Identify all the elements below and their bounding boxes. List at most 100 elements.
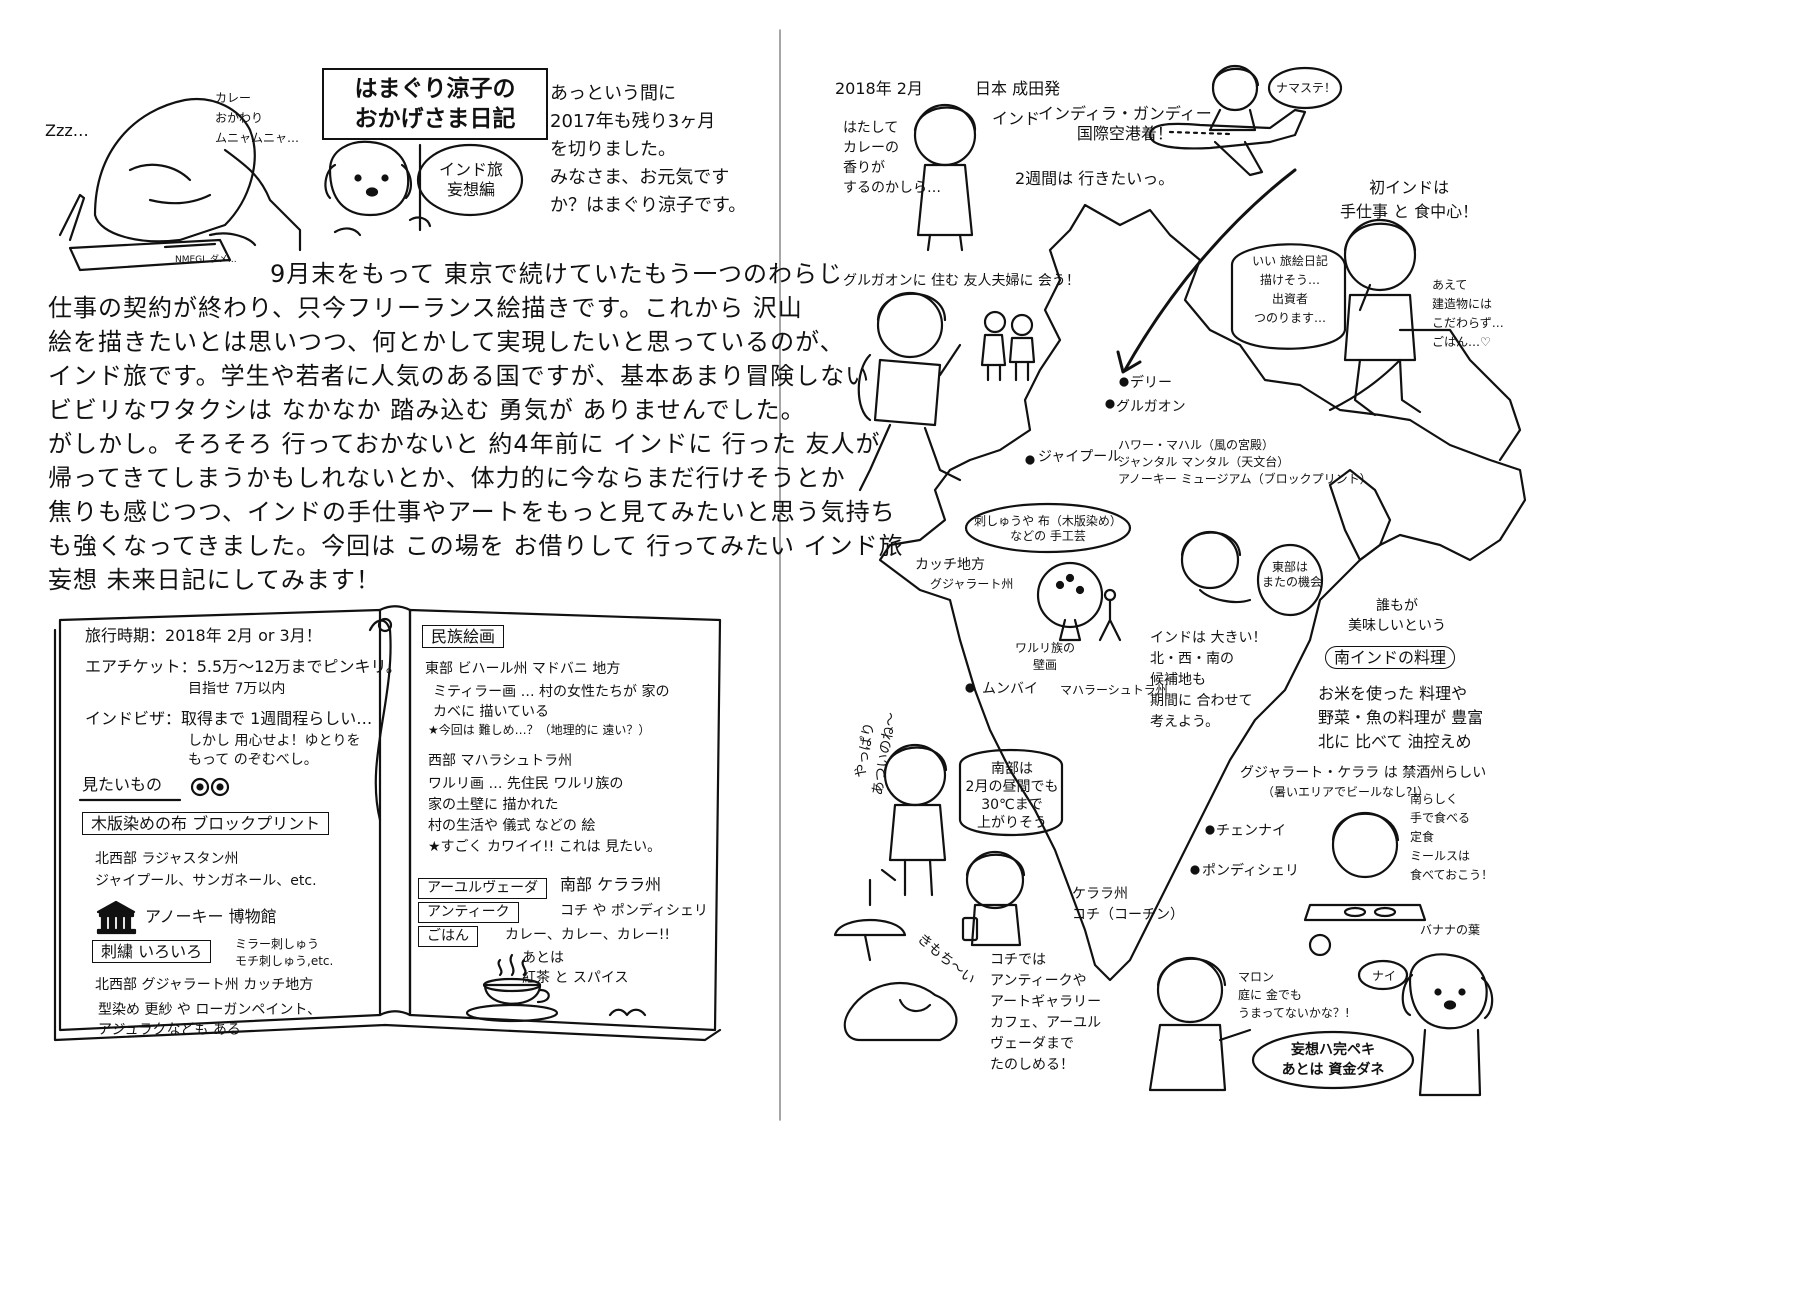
girl-on-plane-drawing — [1208, 64, 1343, 132]
namaste-text: ナマステ！ — [1276, 81, 1337, 95]
maron-text: マロン 庭に 金でも うまってないかな？! — [1238, 970, 1350, 1020]
tea-text: あとは 紅茶 と スパイス — [522, 950, 629, 986]
two-weeks-text: 2週間は 行きたいっ。 — [1015, 169, 1175, 188]
want-label: 見たいもの — [82, 775, 163, 794]
ticket-label: エアチケット — [85, 657, 181, 676]
pondicherry-label: ポンディシェリ — [1202, 863, 1300, 879]
ayurveda-massage-drawing — [833, 878, 958, 1042]
south-hot-bubble-outline — [958, 748, 1064, 837]
madhubani-text: 東部 ビハール州 マドバニ 地方 — [425, 661, 621, 677]
boy-thinking-drawing — [1343, 218, 1422, 417]
warli-label: ワルリ族の 壁画 — [1015, 641, 1076, 672]
airport-text: インディラ・ガンディー 国際空港着！ — [1038, 104, 1212, 143]
date-text: 2018年 2月 — [835, 79, 923, 98]
sign-bubble-text: インド旅 妄想編 — [438, 160, 503, 199]
museum-building-icon — [96, 900, 137, 935]
body-line-8: 焦りも感じつつ、インドの手仕事やアートをもっと見てみたいと思う気持ち — [48, 498, 896, 526]
east-bubble-outline — [1256, 543, 1324, 617]
dog-holding-sign-drawing — [324, 140, 432, 237]
pondicherry-dot — [1190, 865, 1200, 875]
dry-state-text: グジャラート・ケララ は 禁酒州らしい — [1240, 765, 1487, 781]
body-line-2: 仕事の契約が終わり、只今フリーランス絵描きです。これから 沢山 — [48, 294, 803, 322]
chennai-label: チェンナイ — [1216, 823, 1286, 839]
sleeping-girl-drawing: NMEGL ダメ… — [58, 97, 302, 272]
departure-text: 日本 成田発 — [975, 79, 1061, 98]
folk-painting-label: 民族絵画 — [422, 625, 505, 648]
jaipur-label: ジャイプール — [1038, 449, 1122, 465]
chennai-dot — [1205, 825, 1215, 835]
warli-text: ワルリ画 … 先住民 ワルリ族の 家の土壁に 描かれた 村の生活や 儀式 などの… — [428, 776, 624, 834]
kutch-label: カッチ地方 — [915, 557, 985, 573]
south-places: コチ や ポンディシェリ — [560, 903, 708, 919]
bangladesh-outline — [1328, 468, 1392, 562]
body-line-7: 帰ってきてしまうかもしれないとか、体力的に今ならまだ行けそうとか — [48, 464, 846, 492]
crafts-bubble-text: 刺しゅうや 布（木版染め） などの 手工芸 — [974, 514, 1122, 543]
block-print-region: 北西部 ラジャスタン州 ジャイプール、サンガネール、etc. — [95, 851, 317, 889]
boy-pointing-drawing — [1148, 956, 1252, 1092]
boy-eating-drawing — [1303, 811, 1427, 957]
jaipur-dot — [1025, 455, 1035, 465]
embroidery-label: 刺繍 いろいろ — [92, 940, 212, 963]
gurgaon-dot — [1105, 399, 1115, 409]
mithila-note: ★今回は 難しめ…？（地理的に 遠い？） — [428, 723, 651, 737]
greeting-text: あっという間に 2017年も残り3ヶ月 を切りました。 みなさま、お元気です か… — [550, 83, 747, 216]
mithila-text: ミティラー画 … 村の女性たちが 家の カベに 描いている — [433, 684, 670, 720]
illustration-layer: NMEGL ダメ… — [53, 29, 1527, 1121]
gohan-label: ごはん — [418, 926, 478, 947]
visa-value: ：取得まで 1週間程らしい… — [165, 709, 373, 728]
friend-couple-drawing — [980, 310, 1036, 382]
eyes-doodle — [78, 777, 230, 802]
visa-label: インドビザ — [85, 709, 166, 728]
no-architecture-text: あえて 建造物には こだわらず… ごはん…♡ — [1432, 278, 1504, 349]
embroidery-region: 北西部 グジャラート州 カッチ地方 — [95, 977, 314, 993]
svg-text:NMEGL ダメ…: NMEGL ダメ… — [175, 253, 237, 265]
visa-row: インドビザ：取得まで 1週間程らしい… — [85, 708, 372, 729]
boy-hot-drawing — [880, 743, 948, 897]
nai-bubble-outline — [1357, 959, 1409, 991]
arrival-india: インド — [992, 109, 1041, 128]
north-east-outline — [1398, 328, 1522, 462]
mumbai-label: ムンバイ — [982, 681, 1038, 697]
flight-route-arrow — [1123, 168, 1297, 372]
india-big-text: インドは 大きい！ 北・西・南の 候補地も 期間に 合わせて 考えよう。 — [1150, 630, 1267, 730]
museum-label: アノーキー 博物館 — [145, 907, 277, 926]
period-row: 旅行時期：2018年 2月 or 3月！ — [85, 625, 322, 646]
boy-walking-drawing — [857, 291, 962, 492]
east-bubble-text: 東部は またの機会 — [1262, 560, 1323, 589]
curry-smell-text: はたして カレーの 香りが するのかしら… — [843, 120, 941, 196]
delhi-label: デリー — [1130, 375, 1172, 391]
south-food-desc: お米を使った 料理や 野菜・魚の料理が 豊富 北に 比べて 油控えめ — [1318, 684, 1484, 751]
kochi-desc: コチでは アンティークや アートギャラリー カフェ、アーユル ヴェーダまで たの… — [990, 952, 1102, 1073]
south-food-label: 南インドの料理 — [1325, 646, 1456, 669]
nepal-border — [1328, 358, 1402, 412]
arrow-head — [1116, 350, 1142, 374]
antique-label: アンティーク — [418, 902, 519, 923]
title-sign: はまぐり涼子の おかげさま日記 — [322, 68, 548, 140]
south-hot-text: 南部は 2月の昼間でも 30℃まで 上がりそう — [965, 761, 1059, 831]
ayurveda-label: アーユルヴェーダ — [418, 878, 548, 899]
ticket-sub: 目指せ 7万以内 — [188, 681, 286, 697]
banana-leaf-label: バナナの葉 — [1420, 923, 1481, 937]
dog-bottom-drawing — [1401, 953, 1494, 1097]
airplane-drawing — [1148, 108, 1307, 177]
nai-text: ナイ — [1372, 969, 1397, 983]
curry-text: カレー、カレー、カレー!! — [505, 927, 670, 943]
dream-text: カレー おかわり ムニャムニャ… — [215, 91, 300, 145]
warli-note: ★すごく カワイイ!! これは 見たい。 — [428, 839, 662, 855]
maharashtra-label: マハラーシュトラ州 — [1060, 683, 1168, 697]
gurgaon-friends-text: グルガオンに 住む 友人夫婦に 会う！ — [843, 273, 1080, 289]
body-line-6: がしかし。そろそろ 行っておかないと 約4年前に インドに 行った 友人が — [48, 430, 881, 458]
crafts-bubble-outline — [964, 502, 1132, 554]
open-notebook-drawing — [53, 605, 722, 1042]
jaipur-sights: ハワー・マハル（風の宮殿） ジャンタル マンタル（天文台） アノーキー ミュージ… — [1118, 438, 1372, 486]
title-line-2: おかげさま日記 — [354, 106, 516, 132]
embroidery-more: 型染め 更紗 や ローガンペイント、 アジュラクなども ある — [98, 1002, 322, 1038]
ticket-row: エアチケット：5.5万～12万までピンキリ。 — [85, 656, 402, 677]
boy-east-drawing — [1180, 530, 1324, 617]
india-map-outline — [878, 203, 1527, 982]
kerala-label: ケララ州 コチ（コーチン） — [1072, 886, 1184, 923]
ticket-value: ：5.5万～12万までピンキリ。 — [180, 657, 402, 676]
south-text: 南部 ケララ州 — [560, 875, 662, 894]
boy-wondering-drawing — [913, 103, 977, 252]
perfect-bubble-outline — [1251, 1030, 1415, 1090]
